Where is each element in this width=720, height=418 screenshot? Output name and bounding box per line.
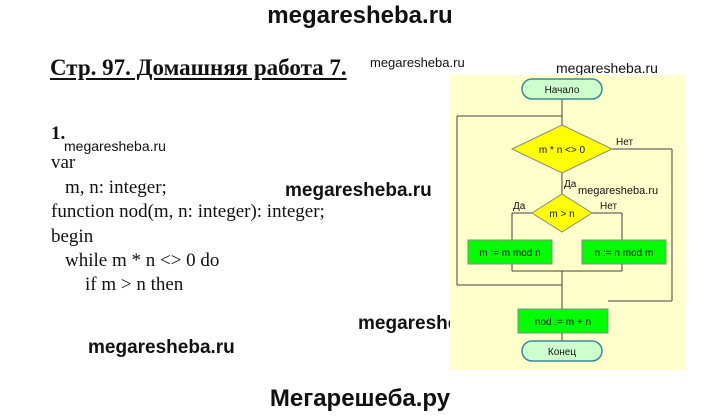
result-label: nod := m + n bbox=[535, 317, 591, 328]
loop-no-label: Нет bbox=[616, 137, 633, 148]
watermark-after-heading: megaresheba.ru bbox=[370, 55, 465, 70]
end-terminal bbox=[521, 340, 603, 362]
end-label: Конец bbox=[548, 347, 576, 358]
compare-yes-label: Да bbox=[513, 201, 526, 212]
footer-brand: Мегарешеба.ру bbox=[269, 385, 451, 412]
compare-no-label: Нет bbox=[600, 201, 617, 212]
watermark-lower-left: megaresheba.ru bbox=[88, 337, 235, 358]
loop-condition-diamond bbox=[510, 124, 614, 174]
watermark-flowchart-top: megaresheba.ru bbox=[556, 60, 658, 76]
mod-n-process bbox=[581, 239, 667, 265]
start-label: Начало bbox=[545, 85, 580, 96]
code-line: function nod(m, n: integer): integer; bbox=[51, 201, 325, 222]
code-line: var bbox=[51, 152, 76, 173]
flowchart-diagram: Начало m * n <> 0 Нет Да m > n Да Нет m … bbox=[450, 75, 686, 370]
watermark-top: megaresheba.ru bbox=[267, 2, 453, 29]
watermark-after-number: megaresheba.ru bbox=[64, 138, 166, 154]
watermark-flowchart-side: megaresheba.ru bbox=[578, 185, 659, 197]
task-number: 1. bbox=[51, 123, 66, 144]
code-line: begin bbox=[51, 226, 94, 247]
result-process bbox=[517, 308, 609, 334]
code-line: if m > n then bbox=[85, 274, 184, 295]
code-line: while m * n <> 0 do bbox=[65, 250, 220, 271]
watermark-middle: megaresheba.ru bbox=[285, 180, 432, 201]
compare-condition-diamond bbox=[531, 193, 593, 233]
compare-condition-label: m > n bbox=[549, 209, 574, 220]
start-terminal bbox=[521, 78, 603, 100]
loop-condition-label: m * n <> 0 bbox=[539, 145, 586, 156]
mod-n-label: n := n mod m bbox=[595, 248, 654, 259]
mod-m-process bbox=[467, 239, 553, 265]
loop-yes-label: Да bbox=[564, 179, 577, 190]
mod-m-label: m := m mod n bbox=[479, 248, 540, 259]
page-heading: Стр. 97. Домашняя работа 7. bbox=[50, 55, 347, 80]
code-line: m, n: integer; bbox=[65, 177, 167, 198]
